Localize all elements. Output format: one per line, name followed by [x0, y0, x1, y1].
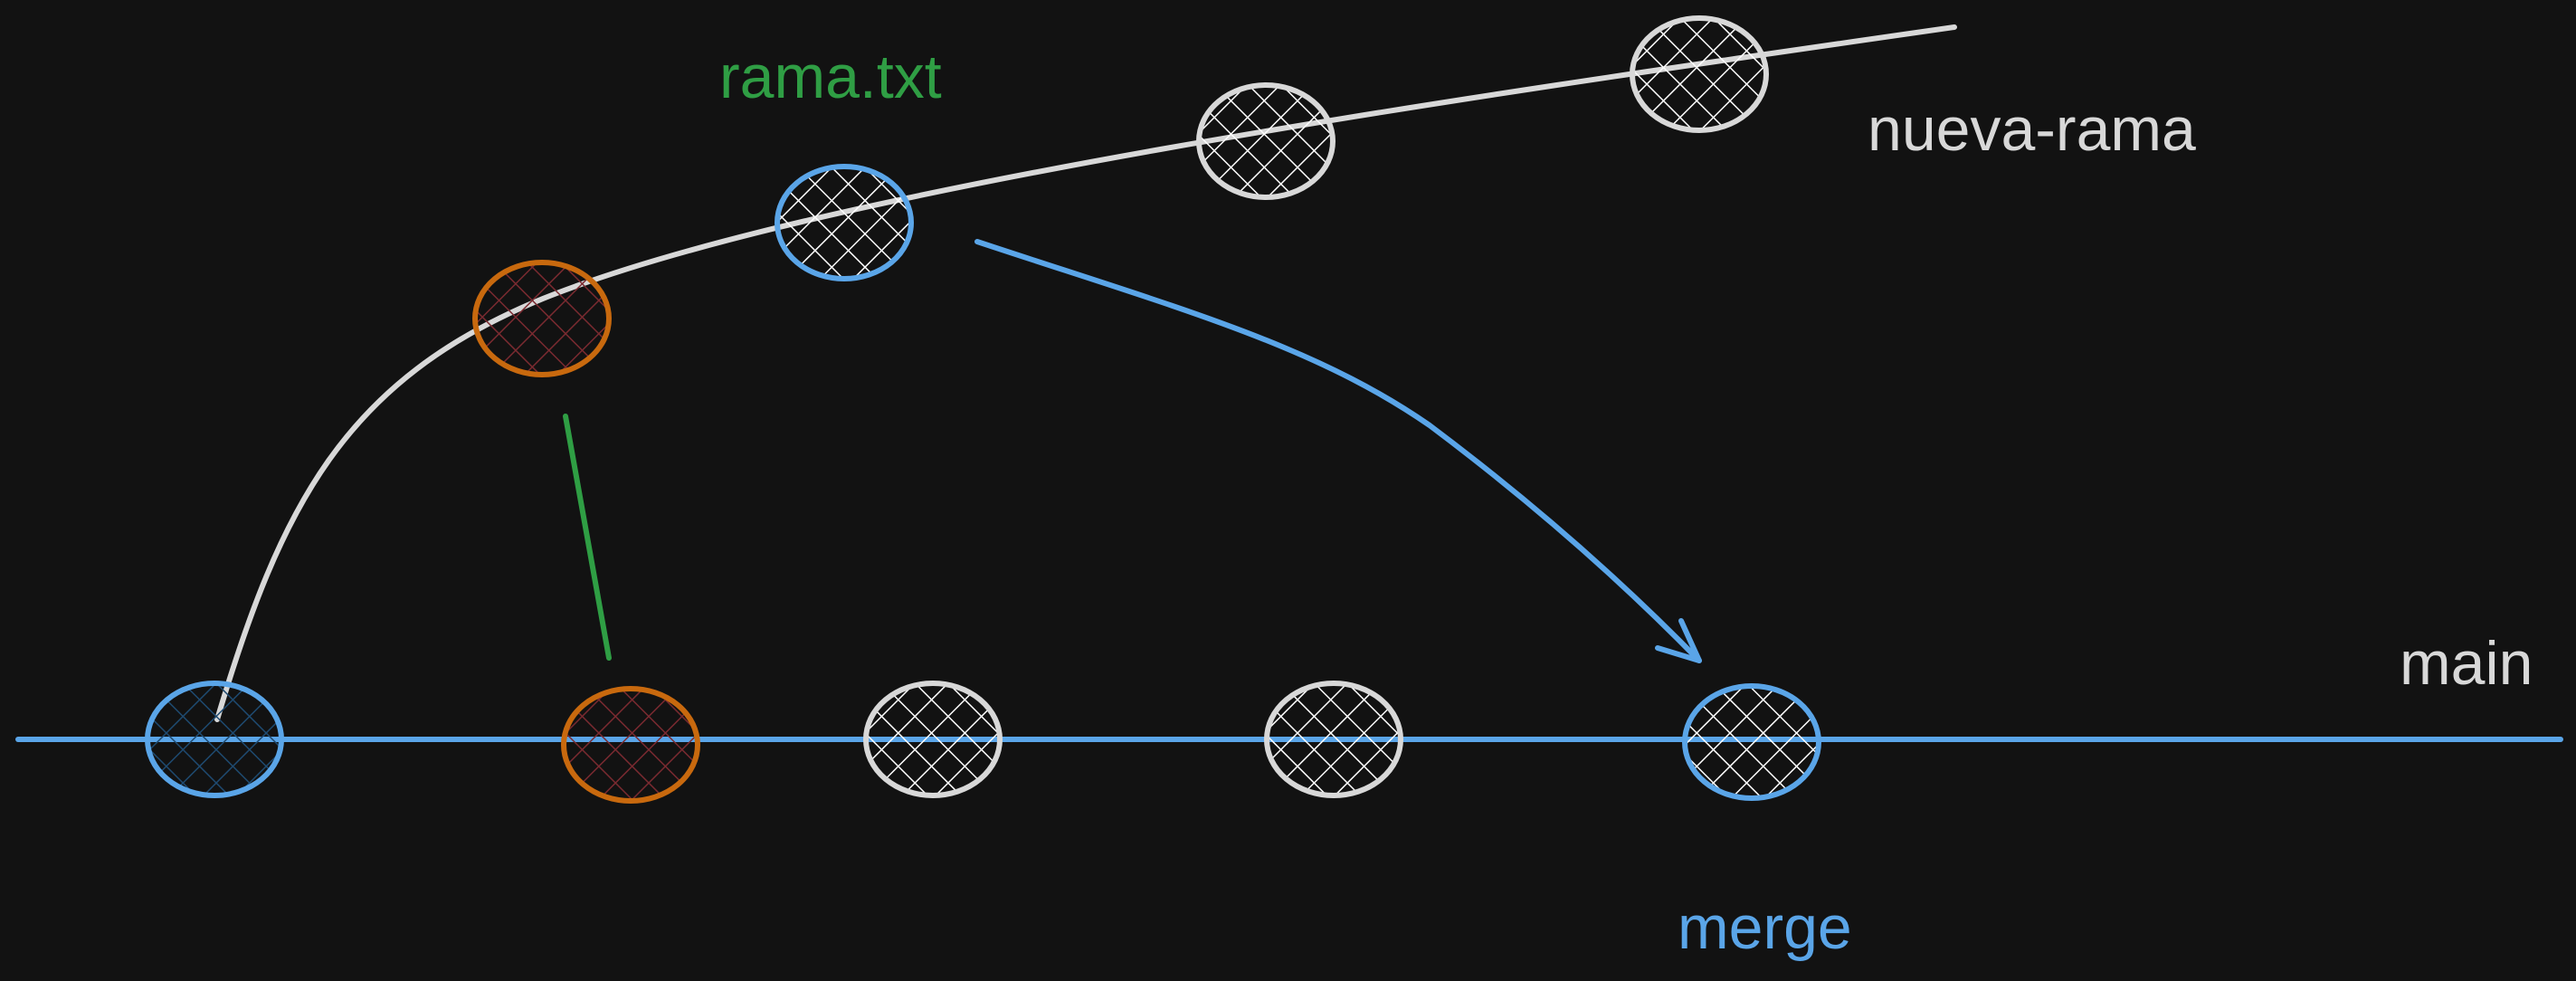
merge-label: merge [1678, 893, 1852, 962]
main-branch-label: main [2400, 629, 2533, 698]
commit-node-branch-3 [1196, 82, 1336, 200]
commit-node-branch-4 [1630, 15, 1769, 133]
commit-node-main-3 [863, 681, 1003, 798]
file-connector-line [563, 414, 612, 661]
commit-node-main-4 [1264, 681, 1403, 798]
commit-node-branch-2 [775, 164, 914, 281]
feature-branch-label: nueva-rama [1868, 95, 2196, 164]
file-label: rama.txt [719, 43, 942, 111]
commit-node-main-2 [561, 686, 700, 804]
commit-node-main-1 [145, 681, 284, 798]
commit-node-branch-1 [472, 260, 612, 377]
commit-node-main-5-merge [1682, 683, 1821, 801]
merge-arrow [974, 239, 1702, 663]
feature-branch-line [214, 24, 1957, 722]
merge-arrowhead [1655, 618, 1702, 663]
